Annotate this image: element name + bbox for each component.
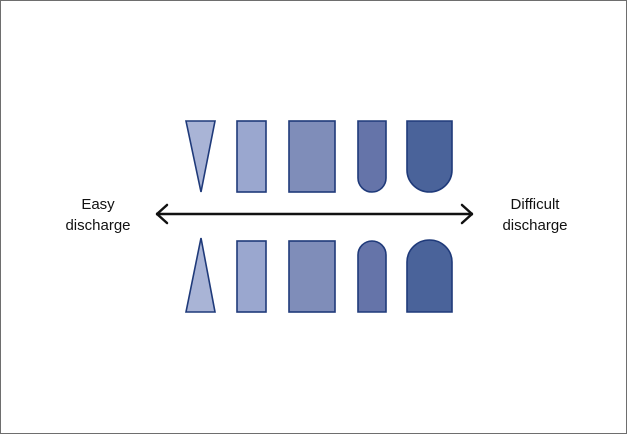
arrow-left-head-icon [155, 203, 169, 225]
bottom-row [185, 237, 453, 313]
top-wide-rectangle-shape [288, 120, 336, 193]
top-narrow-rounded-shape [357, 120, 387, 193]
difficult-discharge-line2: discharge [502, 217, 568, 234]
bottom-wide-rounded-shape [406, 239, 453, 313]
top-row [185, 120, 453, 193]
easy-discharge-line1: Easy [81, 196, 115, 213]
bottom-narrow-rectangle-shape [236, 240, 267, 313]
difficult-discharge-line1: Difficult [510, 196, 560, 213]
top-triangle-shape [185, 120, 216, 193]
easy-discharge-label: Easy discharge [48, 194, 148, 236]
bottom-triangle-shape [185, 237, 216, 313]
easy-discharge-line2: discharge [65, 217, 131, 234]
bottom-wide-rectangle-shape [288, 240, 336, 313]
top-narrow-rectangle-shape [236, 120, 267, 193]
bottom-narrow-rounded-shape [357, 240, 387, 313]
arrow-right-head-icon [460, 203, 474, 225]
difficult-discharge-label: Difficult discharge [480, 194, 590, 236]
double-arrow [155, 203, 474, 225]
top-wide-rounded-shape [406, 120, 453, 193]
